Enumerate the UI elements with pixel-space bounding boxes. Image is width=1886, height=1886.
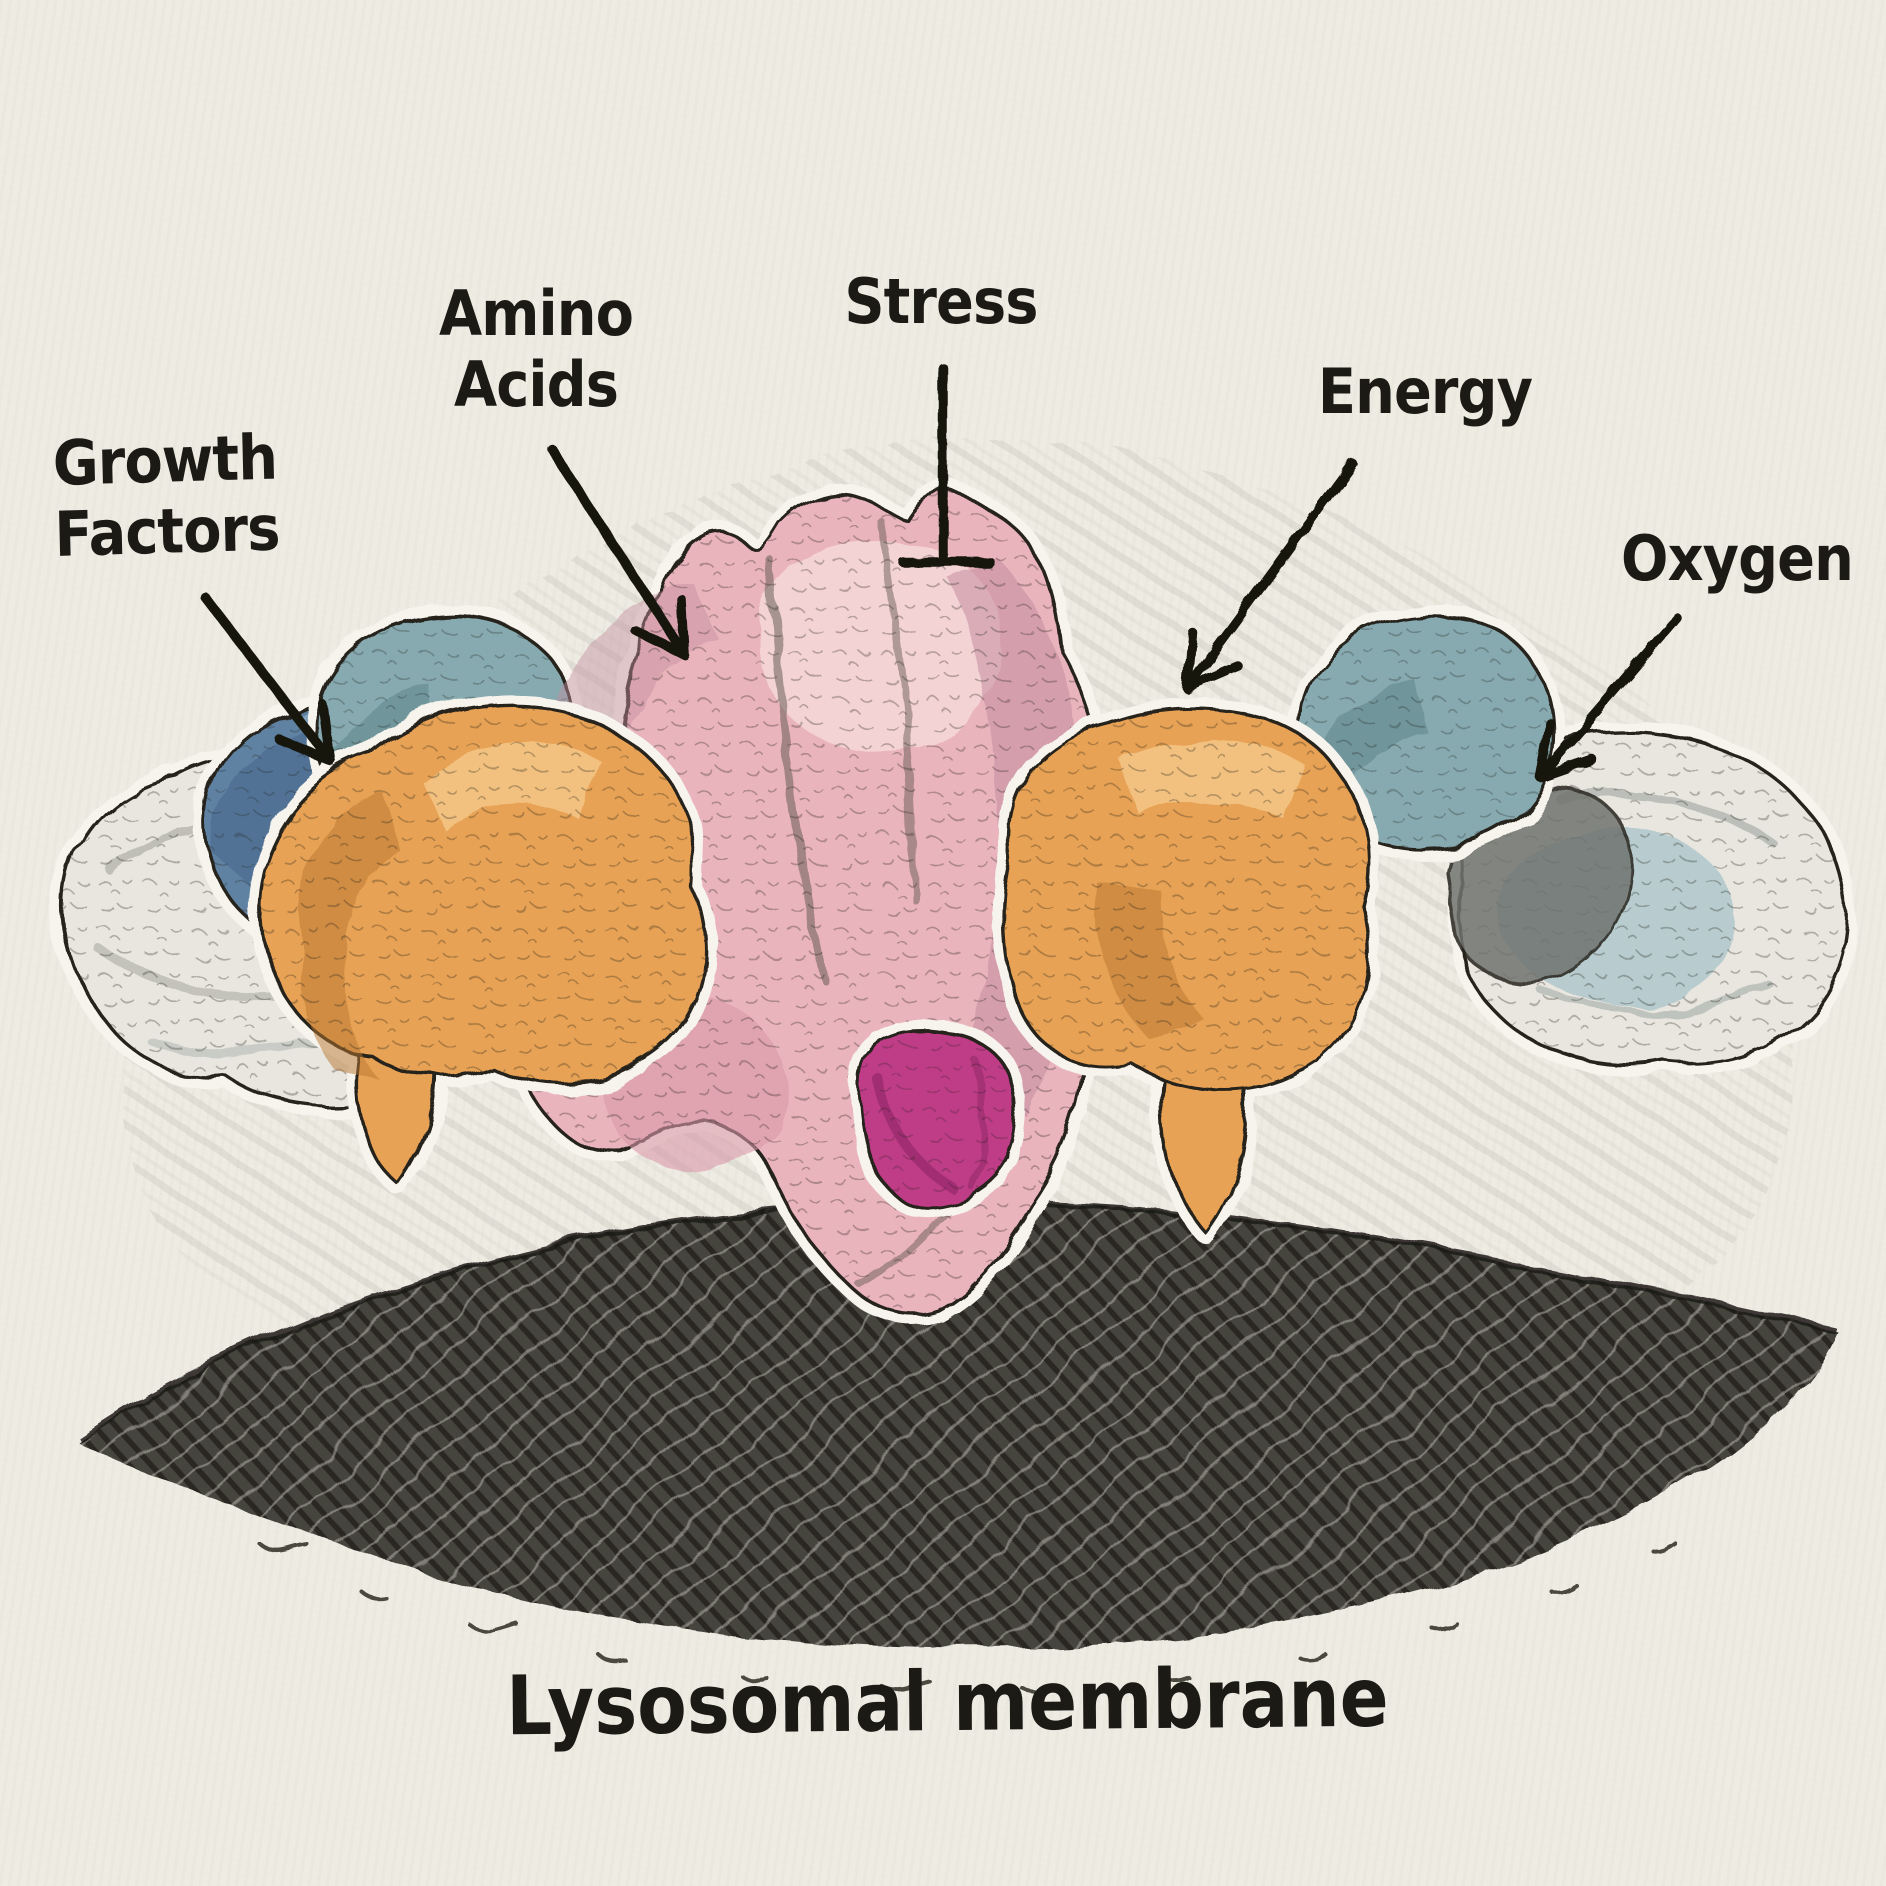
label-growth-factors: Growth Factors <box>51 420 281 572</box>
label-growth-factors-line2: Factors <box>53 491 281 572</box>
label-energy: Energy <box>1317 355 1533 428</box>
label-amino-acids-line2: Acids <box>453 348 619 422</box>
growth-factors-arrow <box>200 592 335 765</box>
oxygen-arrow <box>1535 613 1682 782</box>
membrane-fringe-marks <box>256 1540 1676 1694</box>
label-amino-acids: Amino Acids <box>438 277 634 422</box>
energy-arrow <box>1182 458 1357 693</box>
label-stress: Stress <box>844 265 1038 338</box>
label-amino-acids-line1: Amino <box>438 277 634 350</box>
label-growth-factors-line1: Growth <box>51 420 278 500</box>
right-orange-lobe <box>1004 709 1369 1232</box>
figure-caption: Lysosomal membrane <box>505 1650 1389 1755</box>
label-oxygen: Oxygen <box>1621 522 1854 595</box>
magenta-core-subunit <box>860 1031 1017 1205</box>
annotation-connectors <box>200 363 1682 782</box>
stress-inhibition-bar <box>898 363 995 567</box>
left-orange-lobe <box>259 706 705 1186</box>
amino-acids-arrow <box>545 442 690 660</box>
protein-complex <box>64 492 1848 1314</box>
